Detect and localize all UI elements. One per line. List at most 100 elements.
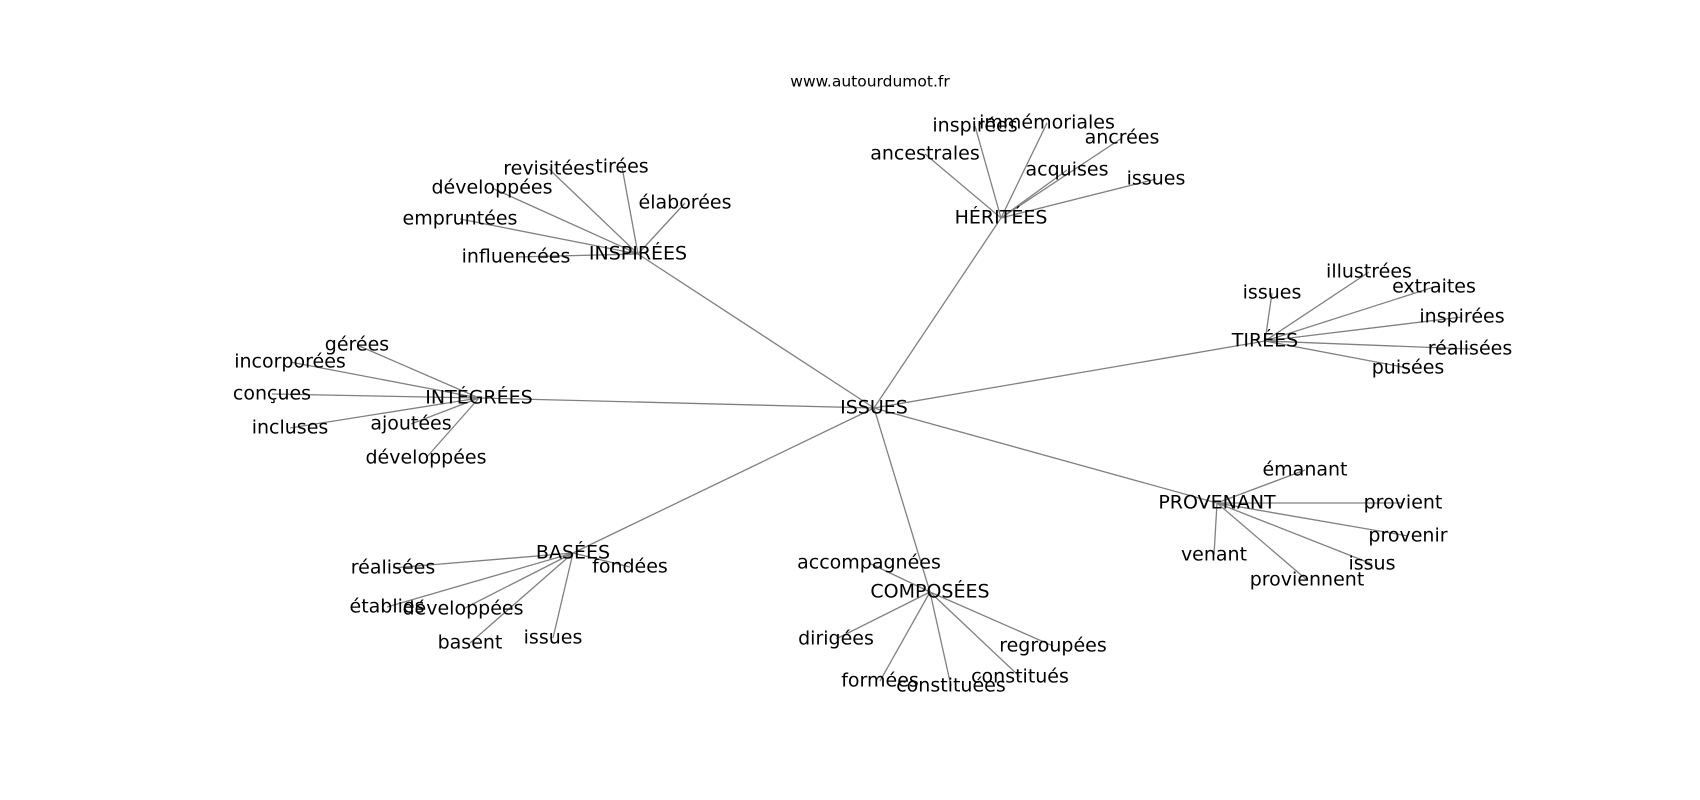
edge-provenant-provenant-issus [1216, 502, 1373, 565]
source-label: www.autourdumot.fr [790, 73, 950, 91]
edge-composees-composees-formees [879, 591, 931, 682]
edge-inspirees-inspirees-revisitees [548, 168, 639, 255]
edge-integrees-integrees-developpees [425, 397, 480, 459]
edge-heritees-heritees-inspirees [974, 125, 1002, 219]
edge-heritees-heritees-ancrees [1000, 137, 1123, 219]
node-integrees-gerees: gérées [325, 334, 389, 356]
node-composees-regroupees: regroupées [999, 635, 1107, 657]
edge-issues-provenant [873, 407, 1218, 504]
edge-issues-inspirees [637, 253, 875, 409]
node-integrees-concues: conçues [233, 383, 311, 405]
graph-edges [271, 122, 1471, 687]
node-composees-dirigees: dirigées [798, 628, 874, 650]
node-composees: COMPOSÉES [870, 580, 989, 603]
edge-issues-integrees [478, 397, 875, 409]
node-provenant: PROVENANT [1158, 492, 1276, 514]
node-provenant-emanant: émanant [1262, 459, 1347, 481]
node-composees-constituees: constituées [896, 675, 1006, 697]
edge-composees-composees-regroupees [929, 591, 1054, 647]
edge-issues-basees [572, 407, 875, 554]
edge-tirees-tirees-inspirees [1264, 316, 1463, 342]
node-inspirees-revisitees: revisitées [503, 158, 595, 180]
edge-composees-composees-dirigees [835, 591, 931, 640]
node-heritees: HÉRITÉES [955, 206, 1048, 229]
node-inspirees-tirees: tirées [595, 156, 648, 178]
edge-basees-basees-developpees [462, 552, 574, 610]
edge-inspirees-inspirees-empruntees [459, 218, 639, 255]
node-provenant-proviennent: proviennent [1250, 569, 1365, 591]
edge-tirees-tirees-realisees [1264, 340, 1471, 350]
graph-labels: www.autourdumot.fr ISSUES HÉRITÉES inspiré… [233, 73, 1512, 697]
node-basees-developpees: développées [403, 598, 524, 620]
edge-tirees-tirees-puisees [1264, 340, 1409, 369]
node-integrees-incorporees: incorporées [234, 351, 346, 373]
node-basees-realisees: réalisées [351, 557, 435, 579]
edge-composees-composees-accompagnees [868, 562, 931, 593]
edge-basees-basees-fondees [572, 552, 631, 568]
node-tirees-realisees: réalisées [1428, 338, 1512, 360]
node-basees-issues: issues [524, 627, 583, 649]
node-basees-etablies: établies [350, 596, 425, 618]
edge-inspirees-inspirees-elaborees [637, 202, 686, 255]
node-tirees: TIRÉES [1231, 329, 1298, 352]
node-composees-formees: formées [841, 670, 919, 692]
node-tirees-puisees: puisées [1372, 357, 1445, 379]
edge-basees-basees-etablies [386, 552, 574, 608]
node-heritees-ancrees: ancrées [1085, 127, 1160, 149]
node-provenant-provenir: provenir [1368, 525, 1447, 547]
node-composees-accompagnees: accompagnées [797, 552, 941, 574]
node-heritees-issues: issues [1127, 168, 1186, 190]
edge-heritees-heritees-immemoriales [1000, 122, 1048, 219]
node-provenant-issus: issus [1348, 553, 1395, 575]
node-tirees-illustrees: illustrées [1326, 261, 1412, 283]
edge-heritees-heritees-ancestrales [924, 153, 1002, 219]
edge-integrees-integrees-incorporees [289, 361, 480, 399]
node-heritees-immemoriales: immémoriales [979, 112, 1115, 134]
edge-inspirees-inspirees-influencees [515, 253, 639, 258]
node-composees-constitues: constitués [971, 666, 1069, 688]
node-tirees-inspirees: inspirées [1419, 306, 1504, 328]
node-basees: BASÉES [536, 541, 610, 564]
edge-inspirees-inspirees-developpees [491, 187, 639, 255]
edge-heritees-heritees-issues [1000, 178, 1157, 219]
node-integrees-developpees: développées [366, 447, 487, 469]
edge-composees-composees-constituees [929, 591, 952, 687]
edge-integrees-integrees-ajoutees [410, 397, 480, 425]
edge-tirees-tirees-issues [1264, 292, 1273, 342]
edge-basees-basees-realisees [392, 552, 574, 569]
edge-provenant-provenant-proviennent [1216, 502, 1308, 581]
edge-issues-composees [873, 407, 931, 593]
node-integrees-incluses: incluses [252, 417, 329, 439]
node-integrees: INTÉGRÉES [425, 386, 532, 409]
edge-integrees-integrees-concues [271, 393, 480, 399]
edge-basees-basees-issues [552, 552, 574, 639]
node-inspirees-empruntees: empruntées [403, 208, 518, 230]
edge-provenant-provenant-emanant [1216, 469, 1306, 504]
edge-heritees-heritees-acquises [1000, 169, 1068, 219]
node-heritees-ancestrales: ancestrales [870, 143, 980, 165]
node-inspirees: INSPIRÉES [589, 242, 687, 265]
edge-composees-composees-constitues [929, 591, 1021, 678]
edge-issues-tirees [873, 340, 1266, 409]
node-inspirees-elaborees: élaborées [639, 192, 732, 214]
node-inspirees-influencees: influencées [462, 246, 571, 268]
node-inspirees-developpees: développées [432, 177, 553, 199]
node-tirees-issues: issues [1243, 282, 1302, 304]
edge-integrees-integrees-incluses [289, 397, 480, 429]
node-tirees-extraites: extraites [1392, 276, 1476, 298]
node-heritees-acquises: acquises [1026, 159, 1109, 181]
edge-basees-basees-basent [469, 552, 574, 644]
edge-inspirees-inspirees-tirees [621, 166, 639, 255]
node-basees-fondees: fondées [592, 556, 668, 578]
edge-provenant-provenant-provenir [1216, 502, 1409, 537]
node-basees-basent: basent [438, 632, 503, 654]
edge-provenant-provenant-venant [1213, 502, 1218, 556]
edge-integrees-integrees-gerees [356, 344, 480, 399]
node-issues: ISSUES [840, 397, 908, 419]
node-provenant-venant: venant [1181, 544, 1247, 566]
node-integrees-ajoutees: ajoutées [370, 413, 451, 435]
node-provenant-provient: provient [1364, 492, 1443, 514]
edge-issues-heritees [873, 217, 1002, 409]
edge-tirees-tirees-illustrees [1264, 271, 1370, 342]
